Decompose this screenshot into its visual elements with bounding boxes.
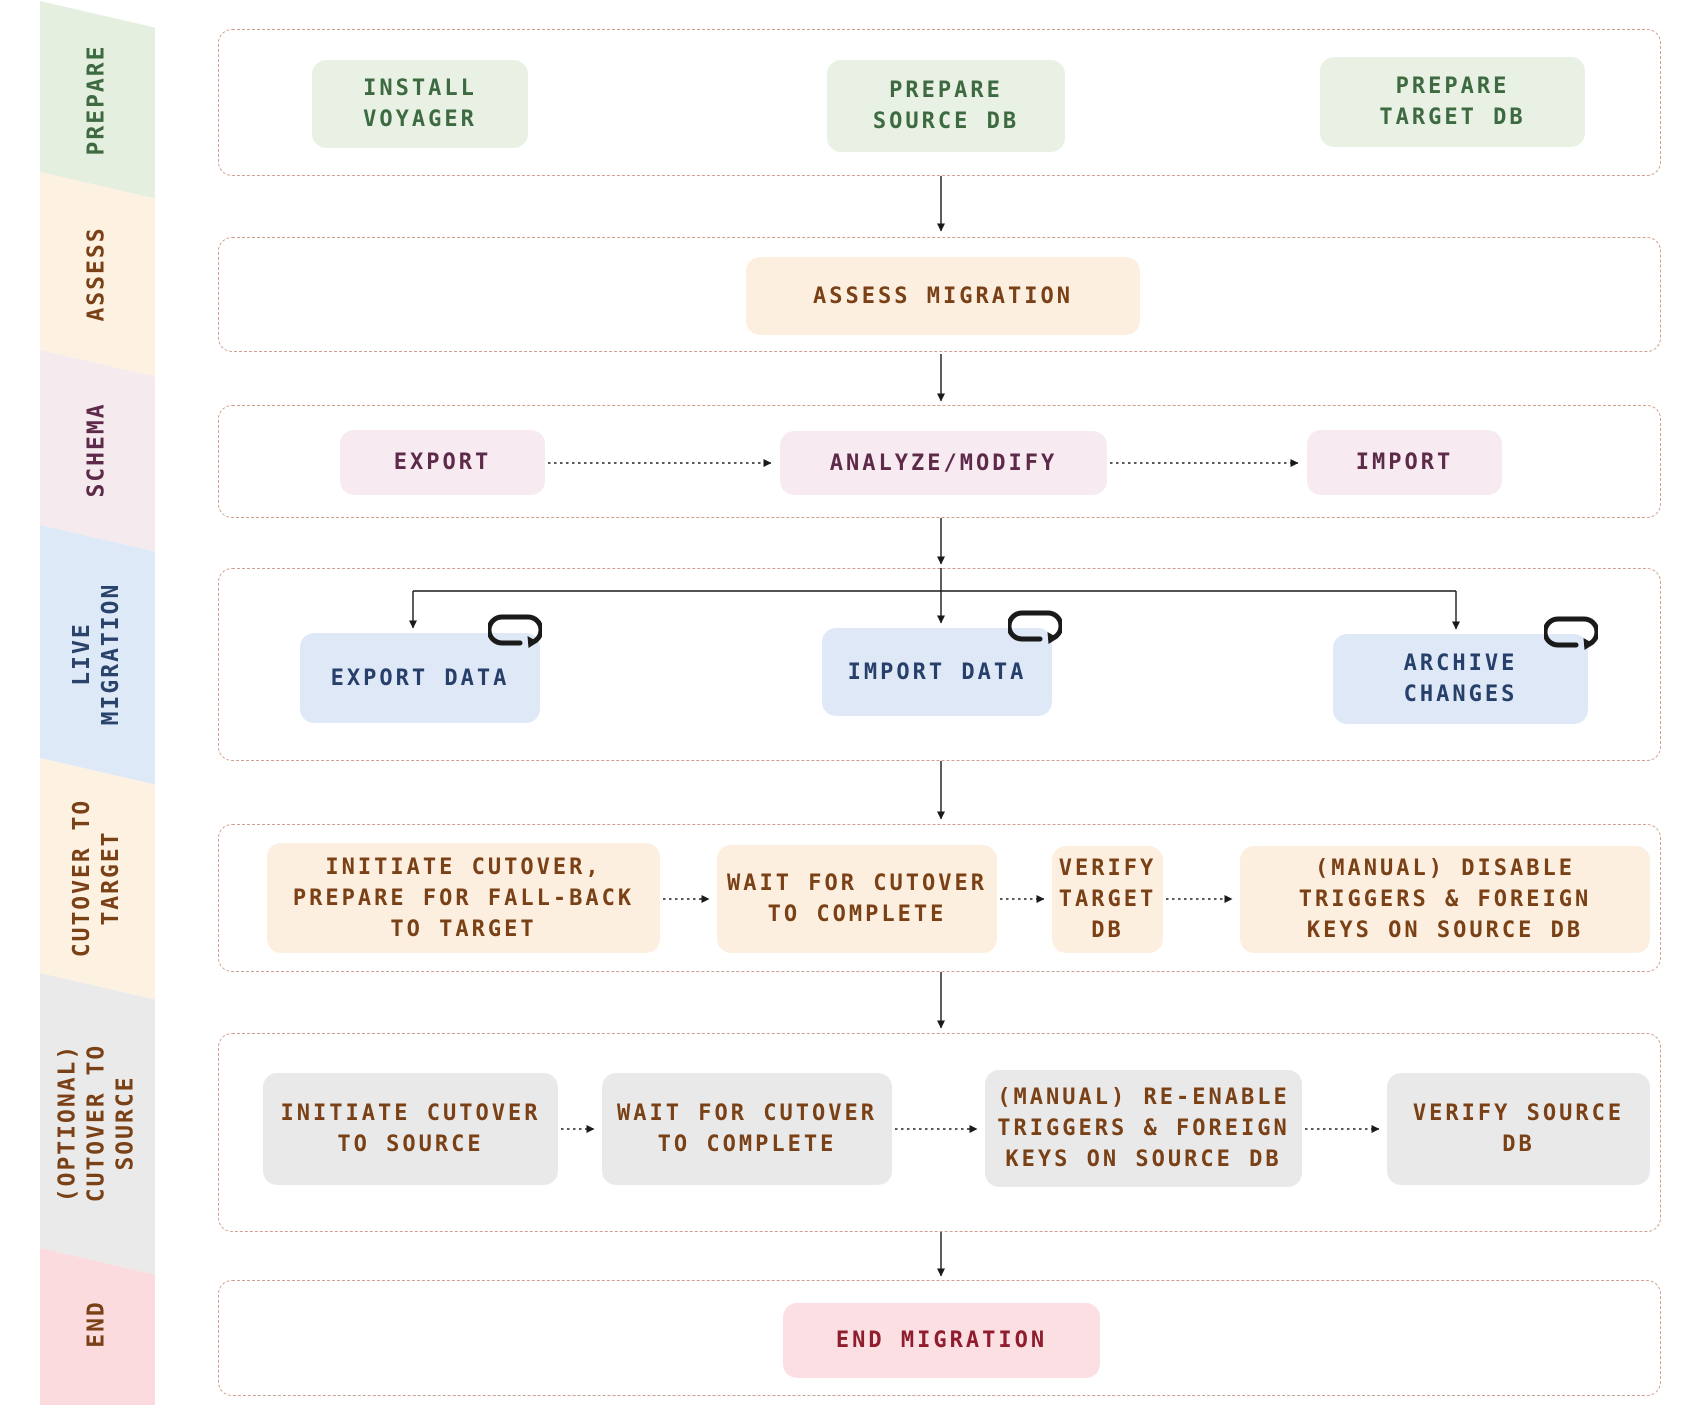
step-install-voyager: INSTALL VOYAGER bbox=[312, 60, 528, 148]
step-initiate-cutover-to-source: INITIATE CUTOVER TO SOURCE bbox=[263, 1073, 558, 1185]
row-cutover-to-target bbox=[218, 824, 1661, 972]
phase-label-cutover-to-target: CUTOVER TO TARGET bbox=[69, 798, 124, 958]
row-schema bbox=[218, 405, 1661, 518]
phase-label-end: END bbox=[83, 1300, 110, 1348]
step-verify-target-db: VERIFY TARGET DB bbox=[1052, 846, 1163, 953]
step-schema-export: EXPORT bbox=[340, 430, 545, 495]
step-assess-migration: ASSESS MIGRATION bbox=[746, 257, 1140, 335]
step-export-data: EXPORT DATA bbox=[300, 633, 540, 723]
step-archive-changes: ARCHIVE CHANGES bbox=[1333, 634, 1588, 724]
step-manual-reenable-triggers: (MANUAL) RE-ENABLE TRIGGERS & FOREIGN KE… bbox=[985, 1070, 1302, 1187]
row-end bbox=[218, 1280, 1661, 1396]
step-verify-source-db: VERIFY SOURCE DB bbox=[1387, 1073, 1650, 1185]
phase-label-assess: ASSESS bbox=[83, 226, 110, 322]
phase-label-live-migration: LIVE MIGRATION bbox=[69, 582, 124, 726]
step-wait-for-cutover-source: WAIT FOR CUTOVER TO COMPLETE bbox=[602, 1073, 892, 1185]
step-prepare-target-db: PREPARE TARGET DB bbox=[1320, 57, 1585, 147]
row-prepare bbox=[218, 29, 1661, 176]
loop-repeat-icon bbox=[1008, 610, 1062, 644]
row-assess bbox=[218, 237, 1661, 352]
step-manual-disable-triggers: (MANUAL) DISABLE TRIGGERS & FOREIGN KEYS… bbox=[1240, 846, 1650, 953]
step-import-data: IMPORT DATA bbox=[822, 628, 1052, 716]
row-live-migration bbox=[218, 568, 1661, 761]
phase-label-optional-cutover-to-source: (OPTIONAL) CUTOVER TO SOURCE bbox=[54, 1043, 139, 1203]
step-wait-for-cutover-target: WAIT FOR CUTOVER TO COMPLETE bbox=[717, 845, 997, 953]
step-schema-import: IMPORT bbox=[1307, 430, 1502, 495]
step-initiate-cutover-to-target: INITIATE CUTOVER, PREPARE FOR FALL-BACK … bbox=[267, 843, 660, 953]
step-end-migration: END MIGRATION bbox=[783, 1303, 1100, 1378]
phase-label-schema: SCHEMA bbox=[83, 402, 110, 498]
loop-repeat-icon bbox=[488, 614, 542, 648]
step-prepare-source-db: PREPARE SOURCE DB bbox=[827, 60, 1065, 152]
row-cutover-to-source bbox=[218, 1033, 1661, 1232]
loop-repeat-icon bbox=[1544, 616, 1598, 650]
phase-label-prepare: PREPARE bbox=[83, 44, 110, 156]
step-schema-analyze-modify: ANALYZE/MODIFY bbox=[780, 431, 1107, 495]
